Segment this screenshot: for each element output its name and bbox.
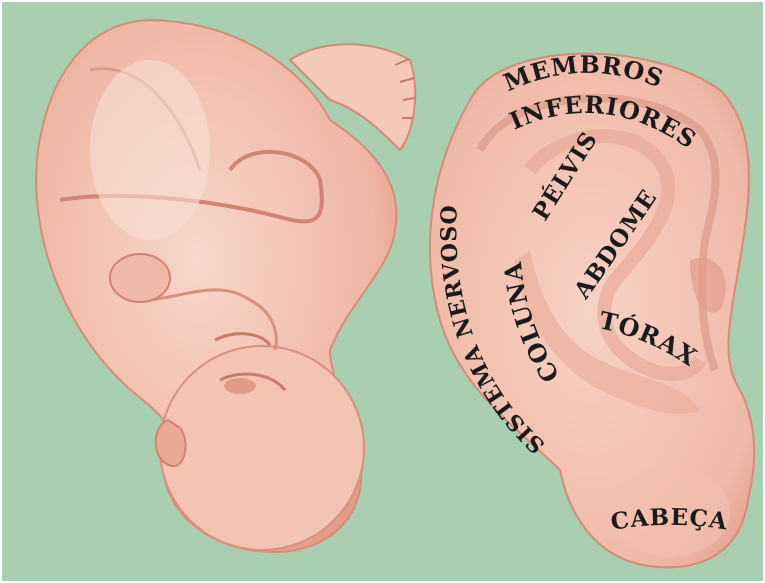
fetus-hand	[110, 254, 170, 302]
fetus-nose	[224, 378, 256, 394]
fetus-highlight	[90, 60, 210, 240]
